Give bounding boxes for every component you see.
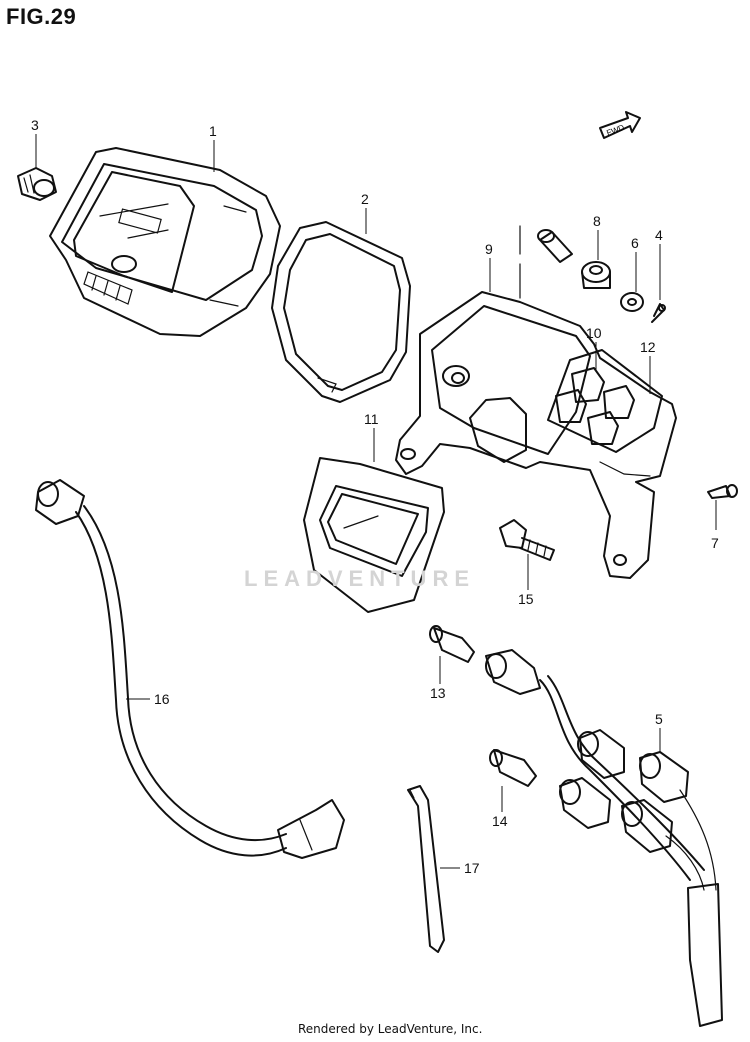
callout-6: 6 bbox=[631, 235, 639, 251]
callout-4: 4 bbox=[655, 227, 663, 243]
callout-12: 12 bbox=[640, 339, 656, 355]
callout-2: 2 bbox=[361, 191, 369, 207]
callout-11: 11 bbox=[364, 411, 379, 427]
part-17-cable-tie bbox=[407, 785, 445, 953]
part-7-screw bbox=[707, 484, 738, 499]
callout-17: 17 bbox=[464, 860, 480, 876]
part-11-meter-lens bbox=[303, 457, 445, 613]
fwd-arrow-icon: FWD bbox=[599, 111, 641, 139]
callout-14: 14 bbox=[492, 813, 508, 829]
watermark-text: LEADVENTURE bbox=[244, 566, 476, 591]
callout-16: 16 bbox=[154, 691, 170, 707]
callouts: 1 2 3 4 5 6 7 8 9 10 11 12 13 14 15 16 1… bbox=[31, 117, 719, 876]
leader-lines bbox=[35, 134, 717, 869]
footer-credit: Rendered by LeadVenture, Inc. bbox=[298, 1022, 483, 1036]
part-9-meter-housing bbox=[395, 225, 677, 579]
callout-7: 7 bbox=[711, 535, 719, 551]
part-6-washer bbox=[620, 292, 644, 312]
part-1-speedometer bbox=[49, 147, 281, 337]
part-13-bulb bbox=[429, 625, 475, 663]
callout-3: 3 bbox=[31, 117, 39, 133]
part-5-socket-harness bbox=[485, 649, 723, 1027]
part-10-indicator-lens bbox=[547, 349, 663, 453]
callout-5: 5 bbox=[655, 711, 663, 727]
callout-13: 13 bbox=[430, 685, 446, 701]
part-15-bolt bbox=[499, 519, 555, 561]
callout-9: 9 bbox=[485, 241, 493, 257]
part-16-speedometer-cable bbox=[35, 479, 345, 859]
part-cylinder-spacer bbox=[537, 229, 573, 263]
callout-1: 1 bbox=[209, 123, 217, 139]
part-14-bulb bbox=[489, 749, 537, 787]
part-8-grommet bbox=[581, 261, 611, 289]
callout-15: 15 bbox=[518, 591, 534, 607]
callout-10: 10 bbox=[586, 325, 602, 341]
part-3-reset-knob bbox=[17, 167, 57, 201]
part-4-clip bbox=[651, 303, 666, 323]
figure-title: FIG.29 bbox=[6, 4, 77, 29]
part-2-meter-gasket bbox=[271, 221, 411, 403]
callout-8: 8 bbox=[593, 213, 601, 229]
